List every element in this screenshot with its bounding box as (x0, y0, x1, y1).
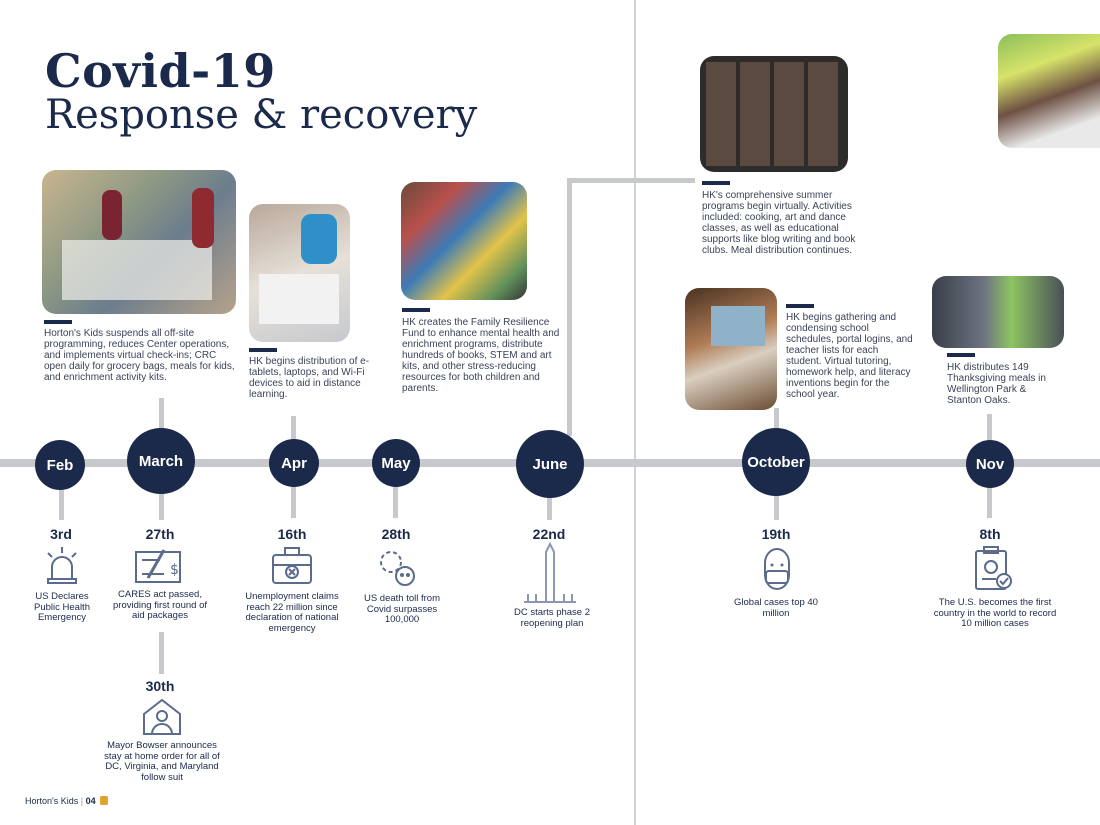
connector (987, 414, 992, 442)
svg-text:$: $ (170, 562, 179, 578)
connector (291, 416, 296, 446)
footer-org: Horton's Kids (25, 796, 79, 806)
footer-separator: | (80, 796, 86, 806)
event-date: 16th (277, 526, 307, 542)
event-date: 8th (979, 526, 1001, 542)
briefcase-icon (272, 547, 312, 584)
photo-laptop-student (685, 288, 777, 410)
event-date: 27th (145, 526, 175, 542)
month-node-june: June (516, 430, 584, 498)
connector (291, 482, 296, 518)
event-text: Global cases top 40 million (734, 597, 818, 619)
page-number: 04 (85, 796, 96, 806)
clipboard-virus-icon (975, 546, 1012, 590)
connector (59, 488, 64, 520)
virus-skull-icon (380, 551, 415, 586)
photo-books (401, 182, 527, 300)
accent-bar (702, 181, 730, 185)
month-node-feb: Feb (35, 440, 85, 490)
month-node-nov: Nov (966, 440, 1014, 488)
connector (774, 408, 779, 438)
accent-bar (402, 308, 430, 312)
page-divider (634, 0, 636, 825)
photo-food-distribution (42, 170, 236, 314)
connector (774, 494, 779, 520)
photo-thanksgiving-meals (932, 276, 1064, 348)
month-node-march: March (127, 428, 195, 494)
monument-icon (524, 542, 576, 603)
page-subtitle: Response & recovery (45, 92, 478, 138)
photo-kids-outdoors (998, 34, 1100, 148)
month-node-may: May (372, 439, 420, 487)
event-text: HK's comprehensive summer programs begin… (702, 190, 856, 256)
connector (547, 496, 552, 520)
event-text: HK begins distribution of e-tablets, lap… (249, 356, 370, 400)
event-text: DC starts phase 2 reopening plan (513, 607, 591, 629)
house-person-icon (143, 698, 181, 735)
accent-bar (44, 320, 72, 324)
connector (159, 490, 164, 520)
event-text: Horton's Kids suspends all off-site prog… (44, 328, 235, 383)
event-text: HK begins gathering and condensing schoo… (786, 312, 913, 400)
logo-icon (100, 796, 109, 805)
connector (159, 398, 164, 438)
connector (393, 482, 398, 518)
check-payment-icon: $ (135, 549, 181, 583)
connector (567, 178, 572, 436)
footer: Horton's Kids | 04 (25, 796, 109, 806)
connector (987, 486, 992, 518)
event-text: Unemployment claims reach 22 million sin… (245, 591, 339, 634)
event-text: HK creates the Family Resilience Fund to… (402, 317, 560, 394)
accent-bar (786, 304, 814, 308)
siren-icon (47, 547, 77, 584)
photo-device-distribution (249, 204, 350, 342)
photo-virtual-meeting (700, 56, 848, 172)
event-date: 3rd (50, 526, 72, 542)
event-text: CARES act passed, providing first round … (113, 589, 207, 621)
event-text: HK distributes 149 Thanksgiving meals in… (947, 362, 1046, 406)
event-text: The U.S. becomes the first country in th… (933, 597, 1057, 629)
month-node-october: October (742, 428, 810, 496)
event-date: 28th (381, 526, 411, 542)
connector (567, 178, 695, 183)
connector (159, 632, 164, 674)
accent-bar (947, 353, 975, 357)
event-date: 30th (145, 678, 175, 694)
accent-bar (249, 348, 277, 352)
event-date: 22nd (532, 526, 566, 542)
event-text: US death toll from Covid surpasses 100,0… (363, 593, 441, 625)
event-date: 19th (761, 526, 791, 542)
page-title: Covid-19 (45, 44, 276, 98)
month-node-apr: Apr (269, 439, 319, 487)
event-text: US Declares Public Health Emergency (34, 591, 90, 623)
masked-face-icon (764, 548, 790, 590)
event-text: Mayor Bowser announces stay at home orde… (104, 740, 220, 783)
